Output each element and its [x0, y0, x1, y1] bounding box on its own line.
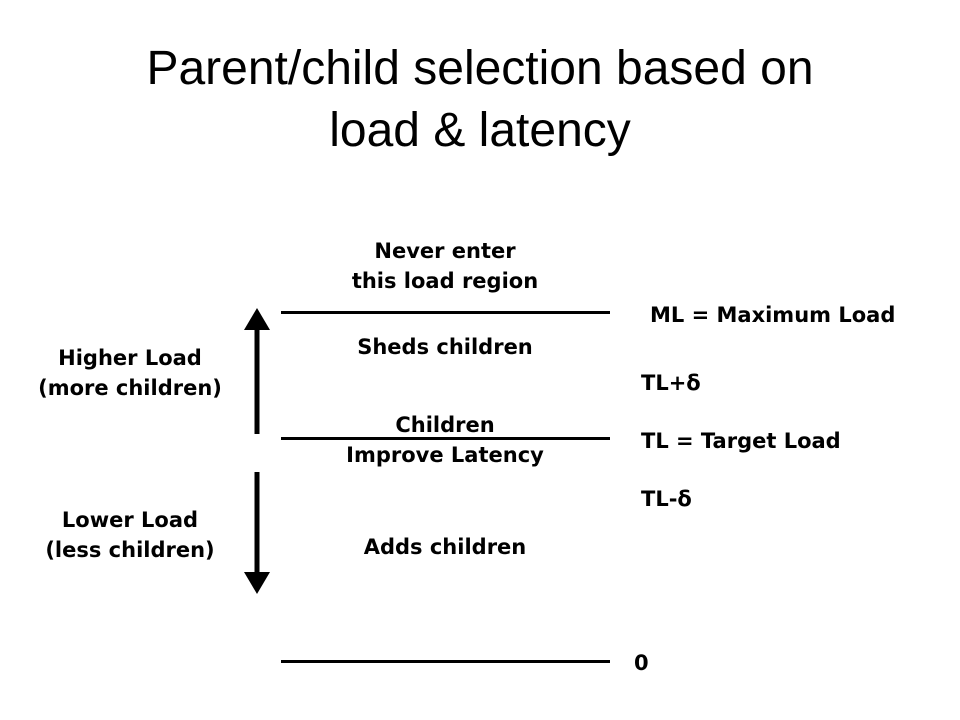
- page-title: Parent/child selection based on load & l…: [0, 38, 960, 162]
- improve-line-2: Improve Latency: [346, 443, 544, 467]
- tl-plus-label: TL+δ: [641, 371, 701, 395]
- title-line-2: load & latency: [329, 104, 631, 157]
- arrow-down-icon: [244, 472, 270, 594]
- sheds-children-label: Sheds children: [357, 335, 533, 359]
- lower-load-label: Lower Load (less children): [10, 505, 250, 565]
- never-enter-line-2: this load region: [351, 269, 539, 293]
- tl-minus-label: TL-δ: [641, 487, 692, 511]
- never-enter-line-1: Never enter: [374, 239, 516, 263]
- improve-latency-label: Children Improve Latency: [300, 410, 590, 470]
- adds-children-label: Adds children: [363, 535, 527, 559]
- zero-label: 0: [634, 651, 649, 675]
- max-load-line: [281, 311, 610, 314]
- title-line-1: Parent/child selection based on: [146, 42, 814, 95]
- target-load-line: [281, 437, 610, 440]
- higher-line-1: Higher Load: [58, 346, 202, 370]
- higher-load-label: Higher Load (more children): [10, 343, 250, 403]
- zero-load-line: [281, 660, 610, 663]
- max-load-label: ML = Maximum Load: [650, 303, 896, 327]
- target-load-label: TL = Target Load: [641, 429, 841, 453]
- never-enter-label: Never enter this load region: [300, 236, 590, 296]
- lower-line-1: Lower Load: [61, 508, 199, 532]
- improve-line-1: Children: [395, 413, 495, 437]
- lower-line-2: (less children): [45, 538, 215, 562]
- arrow-up-icon: [244, 308, 270, 434]
- higher-line-2: (more children): [38, 376, 222, 400]
